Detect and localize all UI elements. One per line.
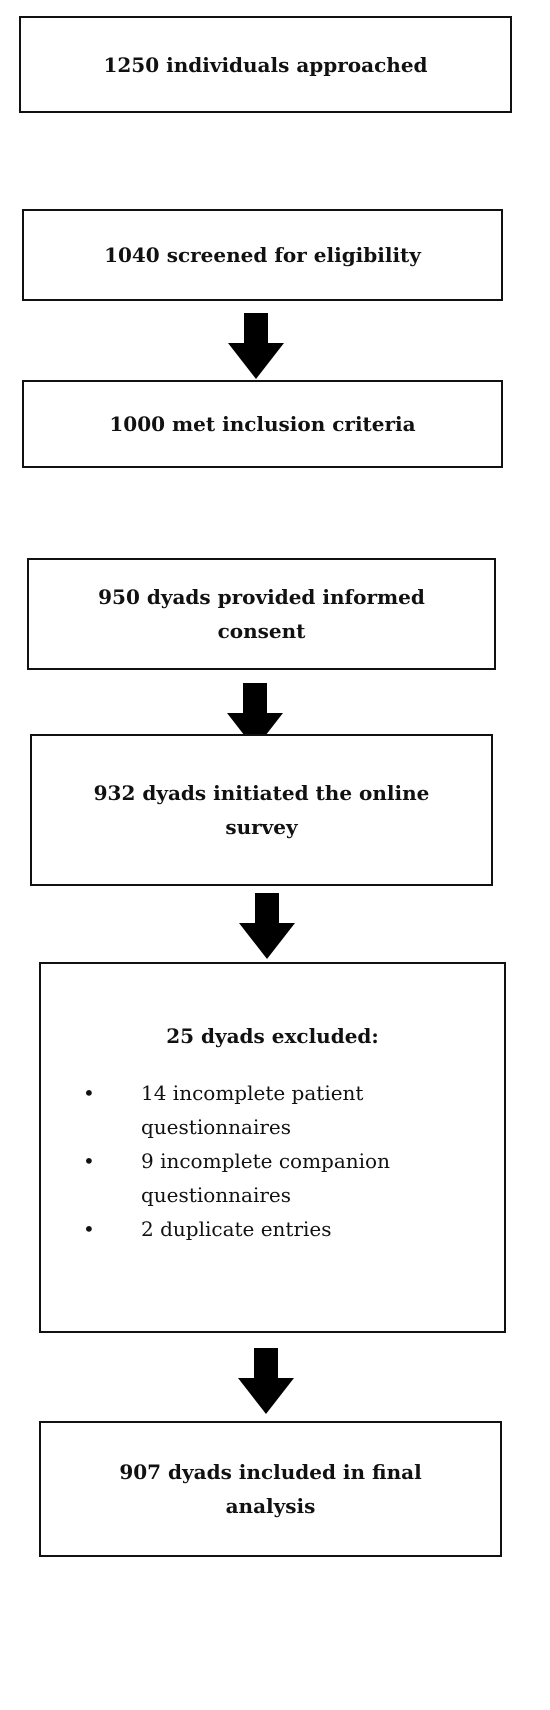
consent-text: 950 dyads provided informed consent	[98, 585, 425, 643]
down-arrow-icon	[239, 893, 295, 959]
excluded-box: 25 dyads excluded: 14 incomplete patient…	[39, 962, 506, 1333]
list-item: 14 incomplete patient questionnaires	[81, 1076, 481, 1144]
excluded-title: 25 dyads excluded:	[166, 1024, 379, 1048]
met-criteria-box: 1000 met inclusion criteria	[22, 380, 503, 468]
list-item: 9 incomplete companion questionnaires	[81, 1144, 481, 1212]
list-item: 2 duplicate entries	[81, 1212, 481, 1246]
approached-box: 1250 individuals approached	[19, 16, 512, 113]
screened-text: 1040 screened for eligibility	[104, 243, 421, 267]
excluded-reasons-list: 14 incomplete patient questionnaires 9 i…	[81, 1076, 481, 1246]
met-criteria-text: 1000 met inclusion criteria	[109, 412, 416, 436]
consent-box: 950 dyads provided informed consent	[27, 558, 496, 670]
screened-box: 1040 screened for eligibility	[22, 209, 503, 301]
final-box: 907 dyads included in final analysis	[39, 1421, 502, 1557]
final-text: 907 dyads included in final analysis	[119, 1460, 422, 1518]
down-arrow-icon	[228, 313, 284, 379]
initiated-box: 932 dyads initiated the online survey	[30, 734, 493, 886]
down-arrow-icon	[238, 1348, 294, 1414]
down-arrow-icon	[227, 683, 283, 749]
initiated-text: 932 dyads initiated the online survey	[93, 781, 430, 839]
approached-text: 1250 individuals approached	[103, 52, 428, 77]
